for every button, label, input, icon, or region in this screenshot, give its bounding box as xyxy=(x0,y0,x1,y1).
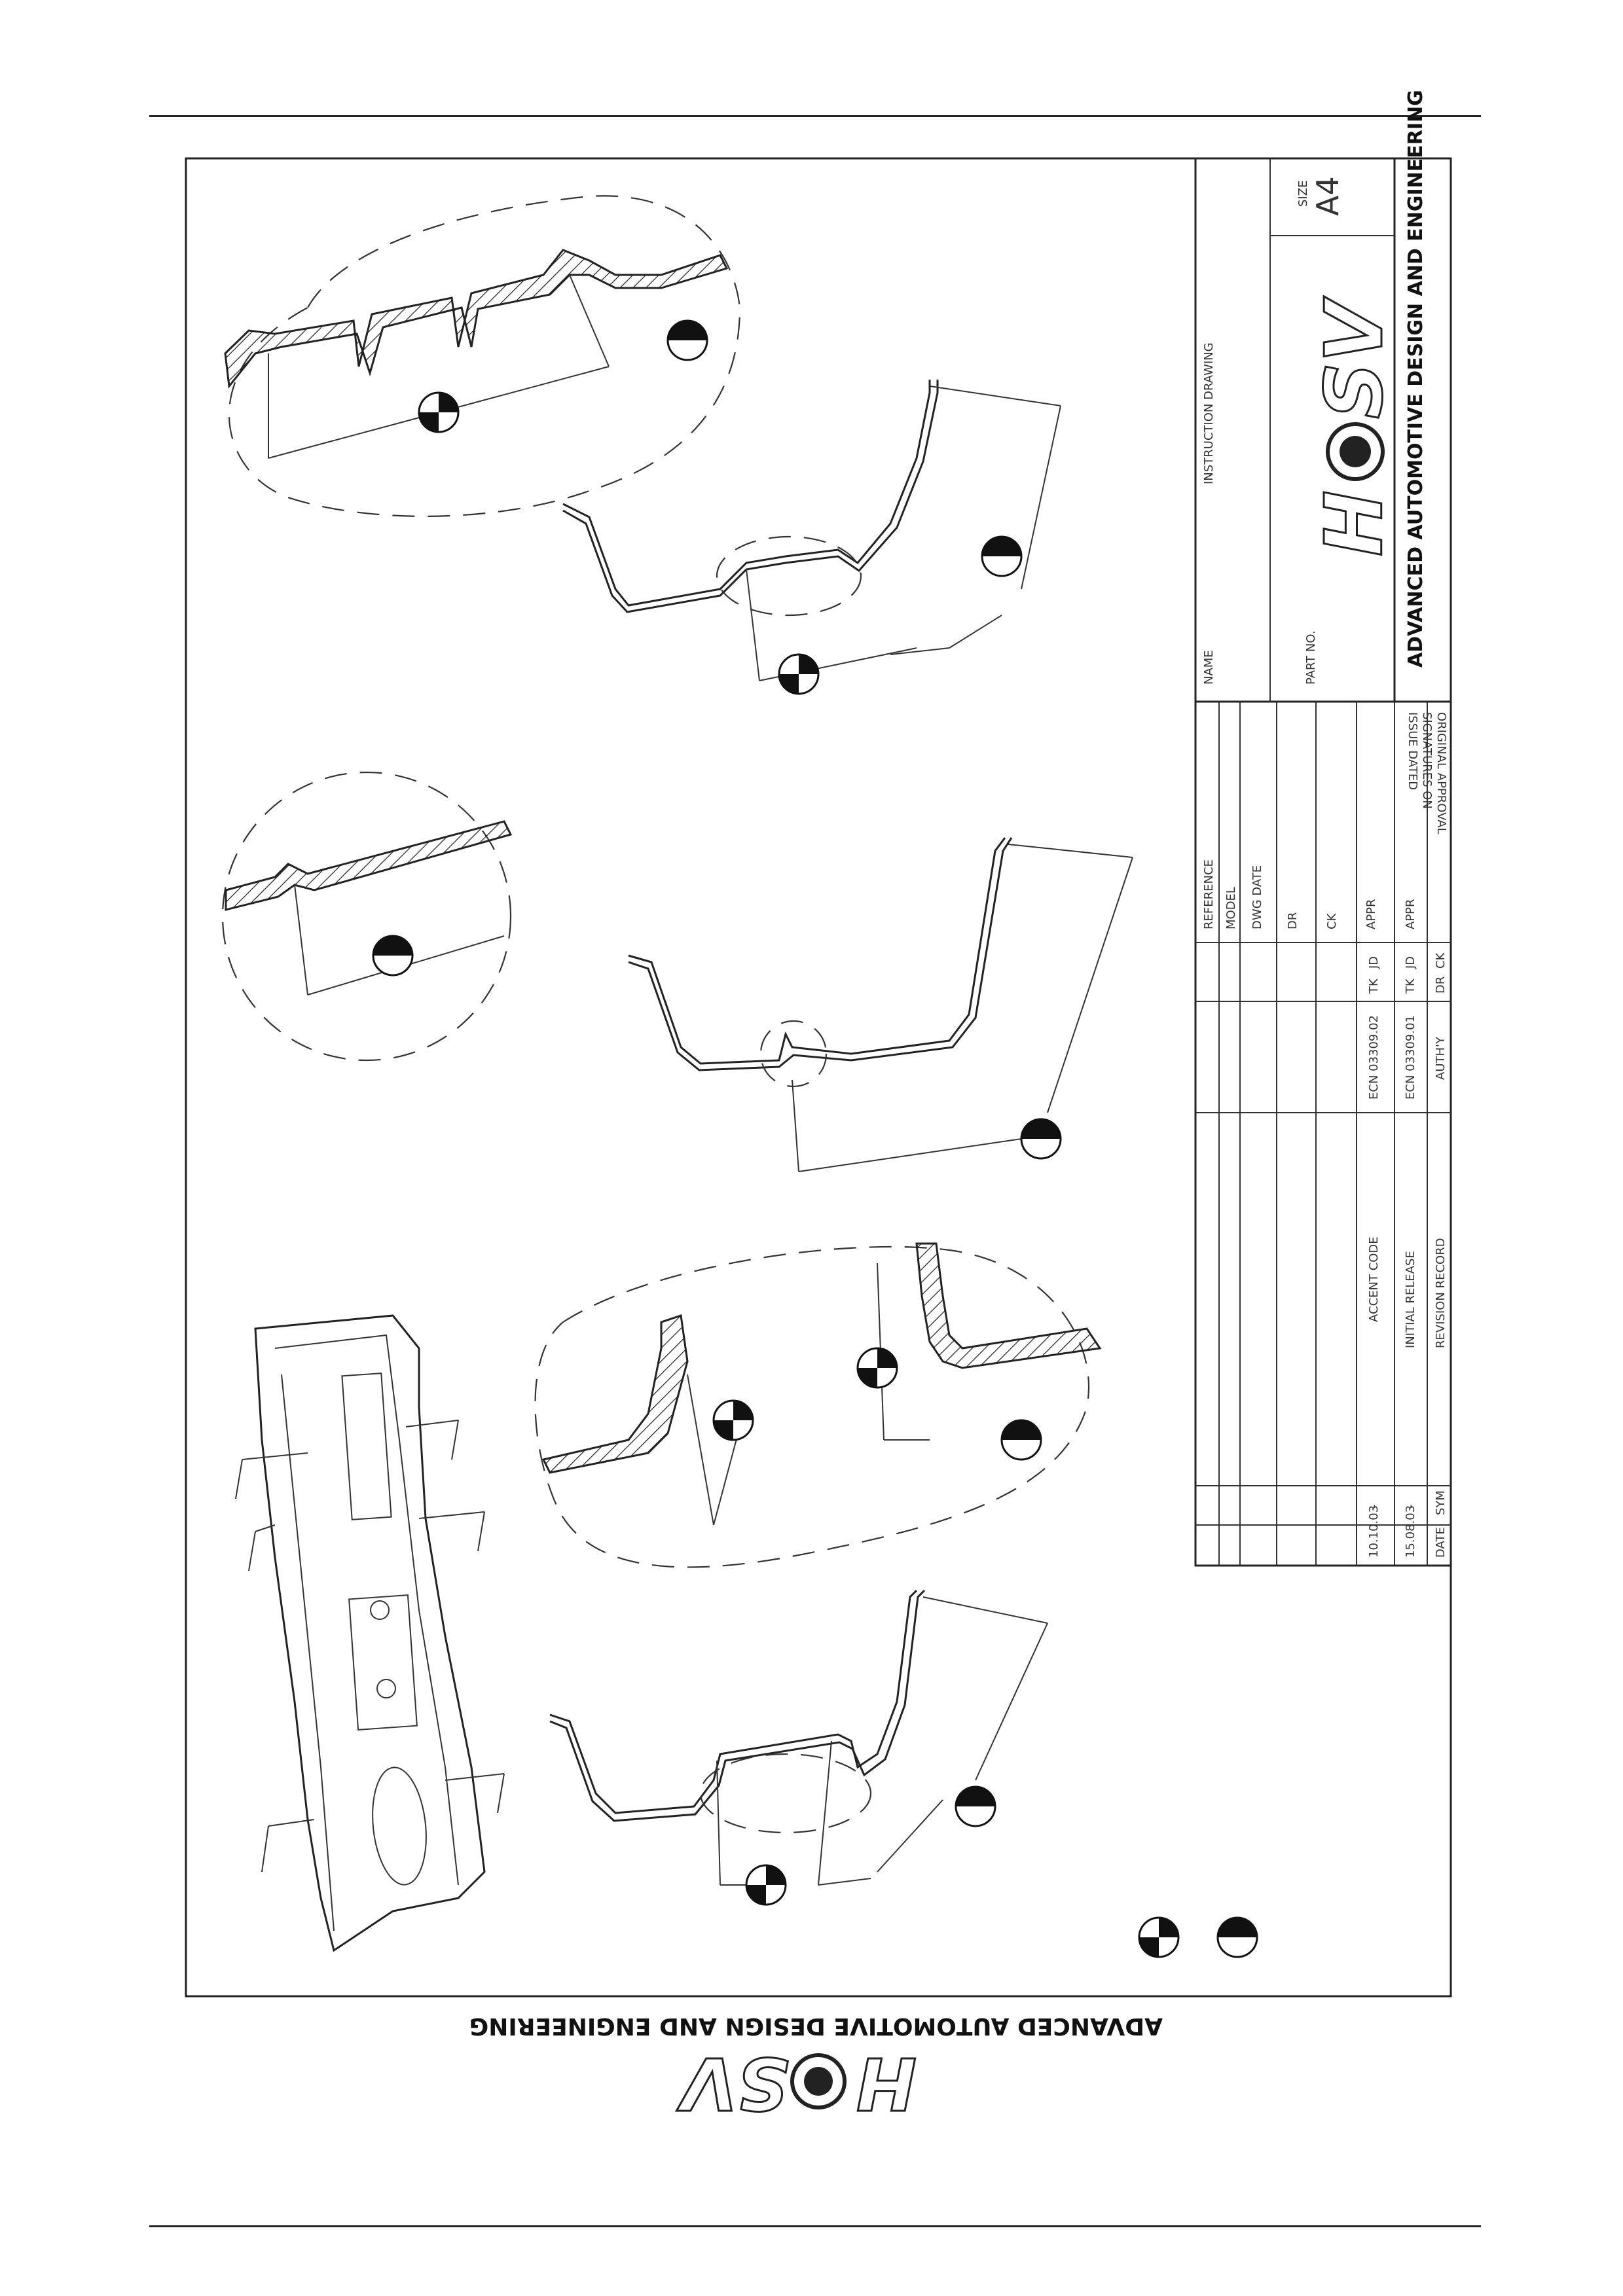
dwg-date-label: DWG DATE xyxy=(1250,865,1264,929)
rev-row1-dr: TK xyxy=(1404,978,1417,994)
rev-row1-sym: - xyxy=(1404,1505,1417,1509)
appr-label-1: APPR xyxy=(1364,899,1378,929)
datum-markers xyxy=(372,319,1258,1958)
rev-row2-auth: ECN 03309.02 xyxy=(1367,1015,1381,1100)
svg-text:H: H xyxy=(856,2041,917,2125)
rev-row2-sym: - xyxy=(1367,1505,1381,1509)
top-rule xyxy=(149,115,1481,117)
hsv-logo-icon: H SV xyxy=(1309,295,1402,557)
title-block xyxy=(1194,157,1452,1567)
half-filled-circle-icon xyxy=(372,935,414,977)
reference-label: REFERENCE xyxy=(1202,859,1216,929)
half-filled-circle-icon xyxy=(981,535,1023,577)
rev-row2-desc: ACCENT CODE xyxy=(1367,1236,1381,1322)
name-label: NAME xyxy=(1202,650,1216,685)
half-filled-circle-icon xyxy=(1020,1118,1062,1160)
svg-text:SV: SV xyxy=(1309,296,1400,419)
rev-header-date: DATE xyxy=(1434,1527,1448,1558)
svg-text:SV: SV xyxy=(676,2041,789,2125)
title-block-texts: NAME INSTRUCTION DRAWING PART NO. SIZE A… xyxy=(1202,90,1448,1558)
half-filled-circle-icon xyxy=(666,319,708,361)
bottom-rule xyxy=(149,2225,1481,2227)
datum-target-icon xyxy=(778,653,820,695)
size-value: A4 xyxy=(1310,176,1345,216)
approval-line-3: ISSUE DATED xyxy=(1406,712,1419,790)
datum-target-icon xyxy=(712,1399,754,1441)
size-label: SIZE xyxy=(1296,181,1310,207)
rev-row1-ck: JD xyxy=(1404,956,1417,969)
rev-row1-date: 15.08.03 xyxy=(1404,1505,1417,1558)
rev-row1-auth: ECN 03309.01 xyxy=(1404,1015,1417,1100)
appr-label-2: APPR xyxy=(1404,899,1417,929)
detail-view-1 xyxy=(224,195,741,517)
rev-header-auth: AUTH'Y xyxy=(1434,1036,1448,1080)
rev-header-record: REVISION RECORD xyxy=(1434,1238,1448,1348)
part-no-label: PART NO. xyxy=(1304,630,1318,685)
profile-section-1 xyxy=(562,380,1061,681)
rev-header-sym: SYM xyxy=(1434,1490,1448,1515)
datum-target-icon xyxy=(745,1864,787,1906)
drawing-frame xyxy=(185,157,1452,1998)
model-label: MODEL xyxy=(1224,887,1238,929)
ck-label: CK xyxy=(1325,912,1339,929)
approval-line-1: ORIGINAL APPROVAL xyxy=(1434,712,1448,834)
footer-tagline: ADVANCED AUTOMOTIVE DESIGN AND ENGINEERI… xyxy=(469,2013,1163,2039)
rev-row2-ck: JD xyxy=(1367,956,1381,969)
datum-target-icon xyxy=(1138,1916,1180,1958)
rev-header-ck: CK xyxy=(1434,952,1448,969)
detail-view-2 xyxy=(221,771,513,1062)
svg-text:H: H xyxy=(1309,491,1400,556)
datum-target-icon xyxy=(418,391,460,433)
half-filled-circle-icon xyxy=(1216,1916,1258,1958)
half-filled-circle-icon xyxy=(955,1785,996,1827)
profile-section-3 xyxy=(549,1589,1048,1886)
dr-label: DR xyxy=(1286,912,1300,929)
datum-target-icon xyxy=(856,1347,898,1389)
approval-line-2: SIGNATURES ON xyxy=(1420,712,1434,809)
half-filled-circle-icon xyxy=(1000,1419,1042,1461)
footer-hsv-logo-icon: H SV xyxy=(675,2041,917,2126)
bumper-sketch xyxy=(235,1314,505,1952)
detail-view-3 xyxy=(534,1242,1102,1568)
profile-section-2 xyxy=(628,837,1133,1172)
rev-row2-dr: TK xyxy=(1367,978,1381,994)
company-tagline: ADVANCED AUTOMOTIVE DESIGN AND ENGINEERI… xyxy=(1404,90,1427,668)
rev-row1-desc: INITIAL RELEASE xyxy=(1404,1251,1417,1348)
footer-branding: ADVANCED AUTOMOTIVE DESIGN AND ENGINEERI… xyxy=(469,2013,1163,2126)
rev-row2-date: 10.10.03 xyxy=(1367,1505,1381,1558)
name-value: INSTRUCTION DRAWING xyxy=(1202,342,1216,484)
rev-header-dr: DR xyxy=(1434,977,1448,994)
